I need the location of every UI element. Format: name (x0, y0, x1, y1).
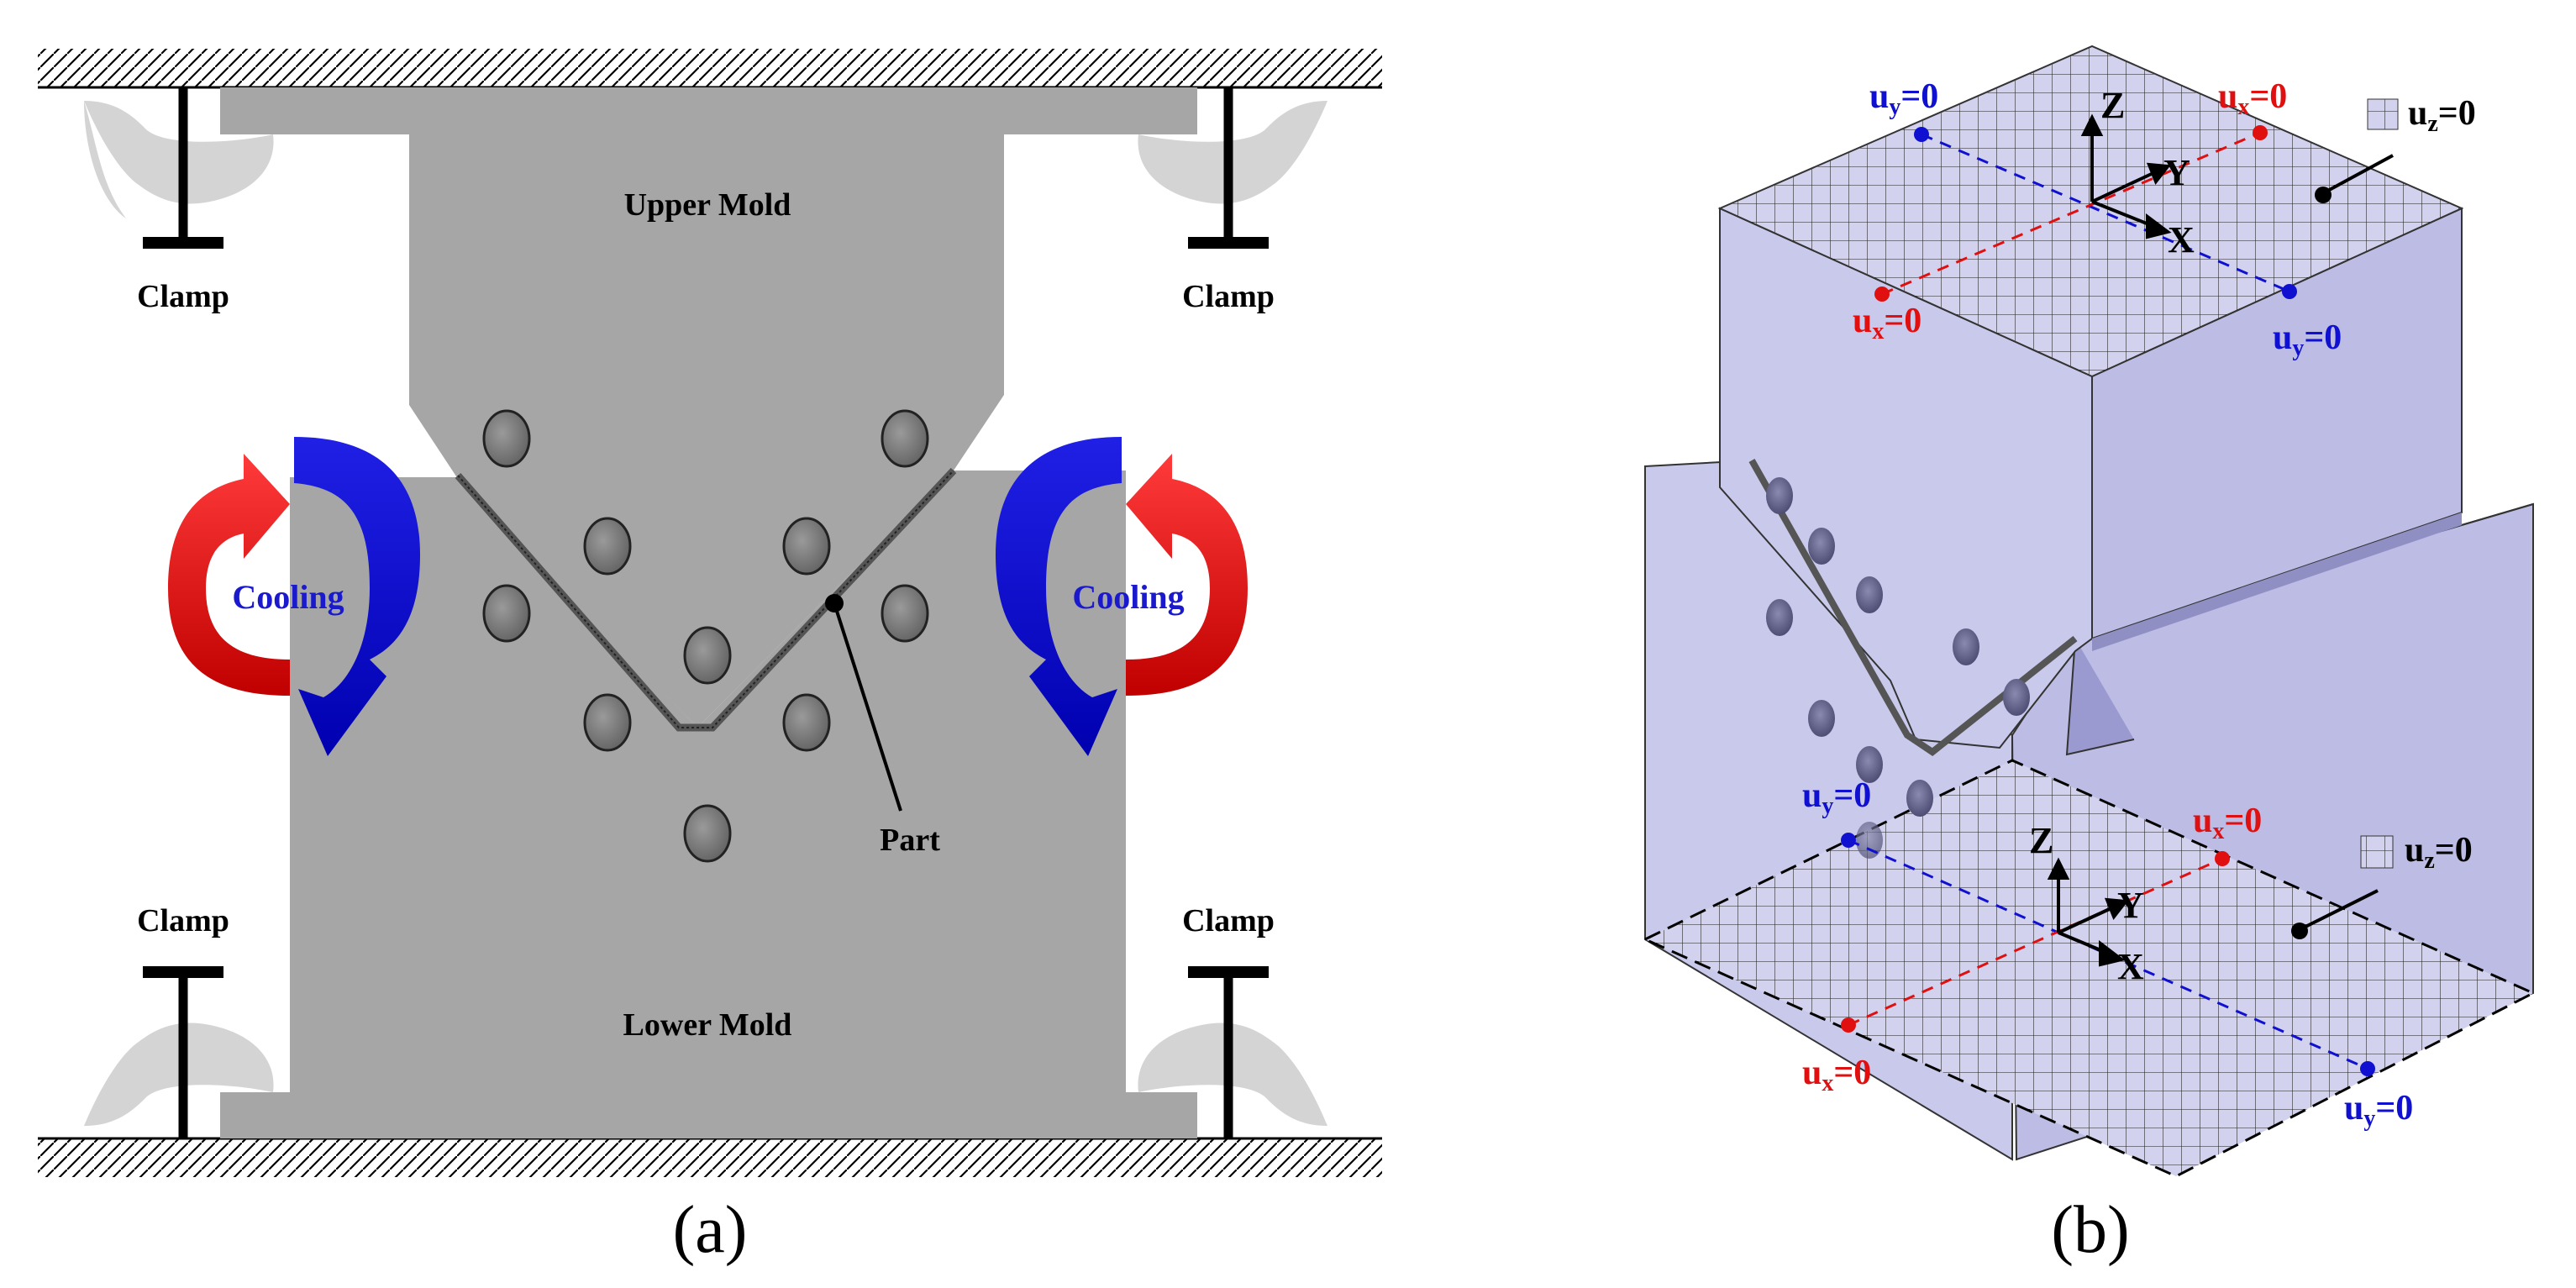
bottom-ux-b: ux=0 (1802, 1054, 1871, 1096)
caption-a: (a) (673, 1193, 748, 1267)
clamp-bottom-left-label: Clamp (137, 903, 229, 938)
clamp-bottom-right (1138, 966, 1327, 1138)
top-boundary-face (1717, 45, 2464, 378)
bottom-axis-y: Y (2117, 885, 2144, 926)
part-label: Part (880, 823, 940, 858)
clamp-top-right-label: Clamp (1182, 279, 1275, 314)
panel-b: Z Y X uy=0 ux=0 ux=0 uy=0 uz=0 Z Y X (1642, 45, 2537, 1267)
top-ground-hatch (38, 49, 1382, 87)
top-uz-legend-icon (2367, 98, 2399, 130)
top-axis-y: Y (2163, 152, 2190, 193)
bottom-uz-label: uz=0 (2405, 831, 2473, 874)
top-axis-z: Z (2100, 85, 2125, 126)
bottom-axes (2047, 857, 2129, 967)
bottom-axis-x: X (2117, 946, 2144, 987)
cooling-holes-b (1766, 477, 2030, 859)
clamp-bottom-right-label: Clamp (1182, 903, 1275, 938)
bottom-axis-z: Z (2029, 820, 2053, 861)
panel-a: Part Upper Mold Lower Mold Clamp Clamp C… (38, 49, 1382, 1267)
top-uy-a: uy=0 (1869, 77, 1938, 120)
bottom-boundary-face (1642, 759, 2537, 1178)
lower-mold-label: Lower Mold (623, 1007, 792, 1043)
top-uy-b: uy=0 (2273, 318, 2342, 361)
clamp-top-left (84, 87, 274, 249)
bottom-ground-hatch (38, 1138, 1382, 1177)
top-uz-label: uz=0 (2408, 94, 2476, 137)
top-ux-b: ux=0 (1853, 302, 1921, 344)
cooling-left-label: Cooling (232, 578, 344, 616)
bottom-uz-legend-icon (2360, 835, 2394, 869)
upper-mold-label: Upper Mold (624, 187, 791, 223)
cooling-holes (482, 409, 929, 863)
bottom-ux-a: ux=0 (2193, 802, 2262, 844)
clamp-bottom-left (84, 966, 274, 1138)
clamp-top-left-label: Clamp (137, 279, 229, 314)
top-axis-x: X (2168, 219, 2195, 260)
cooling-arrows-left (168, 437, 420, 756)
clamp-top-right (1138, 87, 1327, 249)
top-axes (2080, 113, 2172, 239)
bottom-uy-b: uy=0 (2344, 1089, 2413, 1132)
lower-mold (220, 471, 1197, 1138)
cooling-arrows-right (996, 437, 1248, 756)
cooling-right-label: Cooling (1072, 578, 1184, 616)
upper-mold (220, 87, 1197, 728)
top-ux-a: ux=0 (2218, 77, 2287, 120)
bottom-uy-a: uy=0 (1802, 776, 1871, 819)
caption-b: (b) (2051, 1193, 2129, 1267)
